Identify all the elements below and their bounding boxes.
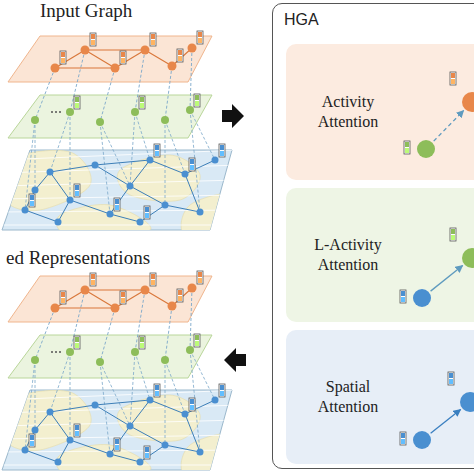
feature-vector [154,144,160,157]
feature-vector [400,290,406,303]
feature-vector [154,384,160,397]
feature-vector [114,438,120,451]
flow-arrow [224,348,246,372]
feature-vector [450,228,456,241]
feature-vector [90,273,96,286]
attention-icon [286,188,474,324]
panel-heading: ed Representations [6,247,150,269]
activity-plane [8,95,212,138]
feature-vector [150,273,156,286]
feature-vector [139,336,145,349]
feature-vector [60,51,66,64]
panel-heading: Input Graph [40,0,132,22]
graph-stack [0,271,241,474]
feature-vector [114,198,120,211]
feature-vector [144,446,150,459]
activity-plane [8,276,212,322]
panel-title: HGA [284,10,319,30]
feature-vector [60,291,66,304]
attention-panel: Spatial Attention [286,330,474,464]
feature-vector [219,384,225,397]
feature-vector [144,206,150,219]
attention-label: L-Activity Attention [298,235,398,275]
attention-icon [286,44,474,180]
feature-vector [74,184,80,197]
feature-vector [74,96,80,109]
feature-vector [197,31,203,44]
feature-vector [189,398,195,411]
feature-vector [194,94,200,107]
feature-vector [139,96,145,109]
feature-vector [177,49,183,62]
feature-vector [450,72,456,85]
flow-arrow [222,104,244,128]
feature-vector [448,372,454,385]
attention-label: Activity Attention [298,92,398,132]
feature-vector [197,271,203,284]
attention-panel: L-Activity Attention [286,188,474,322]
feature-vector [150,33,156,46]
attention-panel: Activity Attention [286,44,474,180]
feature-vector [404,141,410,154]
feature-vector [90,33,96,46]
attention-label: Spatial Attention [298,377,398,417]
feature-vector [177,289,183,302]
feature-vector [29,434,35,447]
feature-vector [189,158,195,171]
feature-vector [74,336,80,349]
graph-stack [0,31,241,239]
activity-plane [8,335,212,378]
activity-plane [8,36,212,82]
feature-vector [194,334,200,347]
attention-icon [286,330,474,466]
module-panel: Activity AttentionL-Activity AttentionSp… [272,3,474,469]
feature-vector [219,144,225,157]
feature-vector [400,432,406,445]
feature-vector [120,291,126,304]
feature-vector [120,51,126,64]
feature-vector [74,424,80,437]
feature-vector [29,194,35,207]
